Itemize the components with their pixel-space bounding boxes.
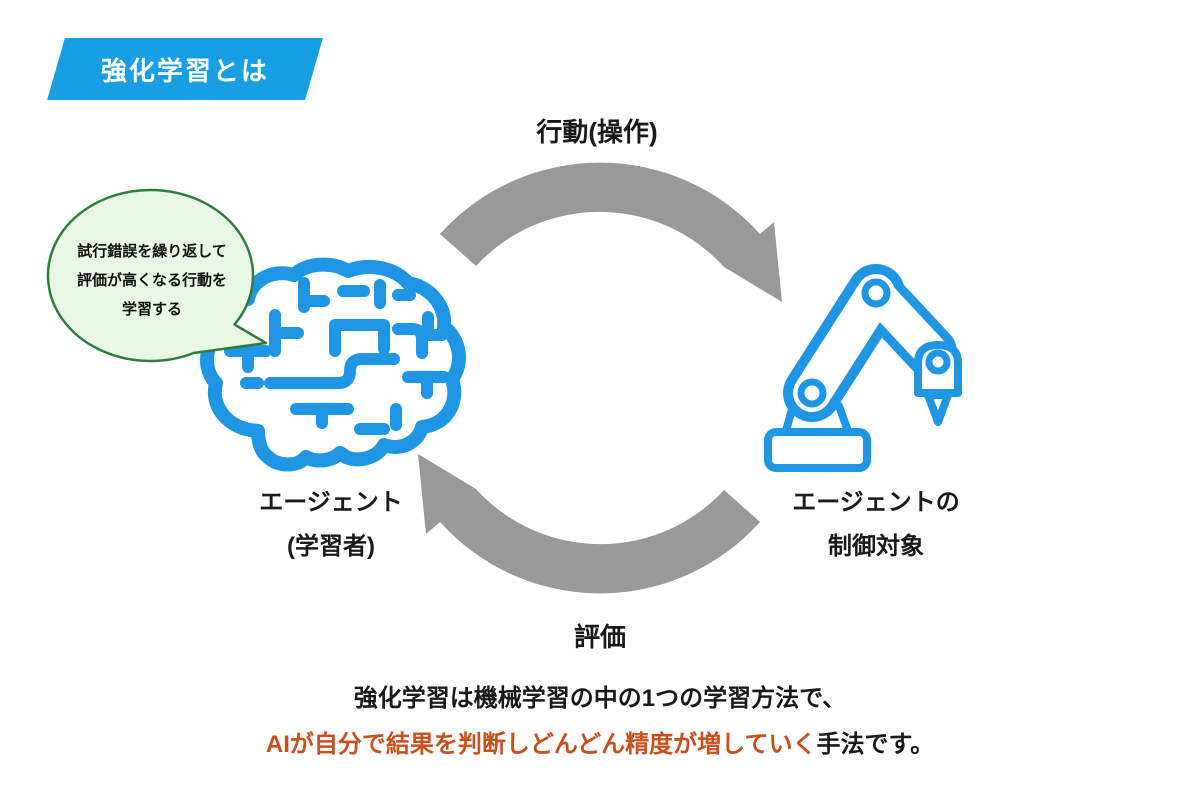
- speech-bubble-text: 試行錯誤を繰り返して 評価が高くなる行動を 学習する: [57, 237, 247, 324]
- action-arrow: [440, 162, 782, 302]
- title-banner: 強化学習とは: [47, 38, 323, 100]
- description-line1: 強化学習は機械学習の中の1つの学習方法で、: [353, 685, 847, 712]
- agent-label-line1: エージェント: [259, 489, 403, 516]
- robot-elbow-joint: [797, 378, 827, 408]
- bubble-line: 評価が高くなる行動を: [76, 272, 227, 289]
- robot-wrist-joint: [925, 349, 951, 375]
- description-line2-highlight: AIが自分で結果を判断しどんどん精度が増していく: [265, 731, 817, 758]
- control-target-label-line1: エージェントの: [792, 489, 960, 516]
- action-label: 行動(操作): [536, 117, 658, 147]
- page-title: 強化学習とは: [100, 55, 269, 86]
- control-target-label-line2: 制御対象: [828, 533, 924, 560]
- robot-lower-arm-fill: [793, 274, 895, 412]
- bubble-line: 試行錯誤を繰り返して: [77, 243, 227, 260]
- robot-arm-icon: [764, 264, 962, 472]
- description-line2-rest: 手法です。: [816, 731, 935, 758]
- evaluation-arrow: [418, 454, 760, 594]
- evaluation-label: 評価: [573, 622, 627, 652]
- agent-label: エージェント (学習者): [259, 481, 403, 569]
- robot-tool-tip: [924, 391, 952, 426]
- agent-label-line2: (学習者): [287, 533, 375, 560]
- control-target-label: エージェントの 制御対象: [792, 481, 960, 569]
- speech-bubble: [46, 188, 268, 363]
- robot-shoulder-joint: [861, 278, 891, 308]
- description-text: 強化学習は機械学習の中の1つの学習方法で、 AIが自分で結果を判断しどんどん精度…: [0, 676, 1200, 768]
- description-line2: AIが自分で結果を判断しどんどん精度が増していく手法です。: [0, 722, 1200, 768]
- brain-circuit-lines: [224, 277, 450, 435]
- bubble-line: 学習する: [121, 301, 182, 318]
- robot-base: [764, 428, 871, 472]
- speech-bubble-shape: [46, 188, 268, 363]
